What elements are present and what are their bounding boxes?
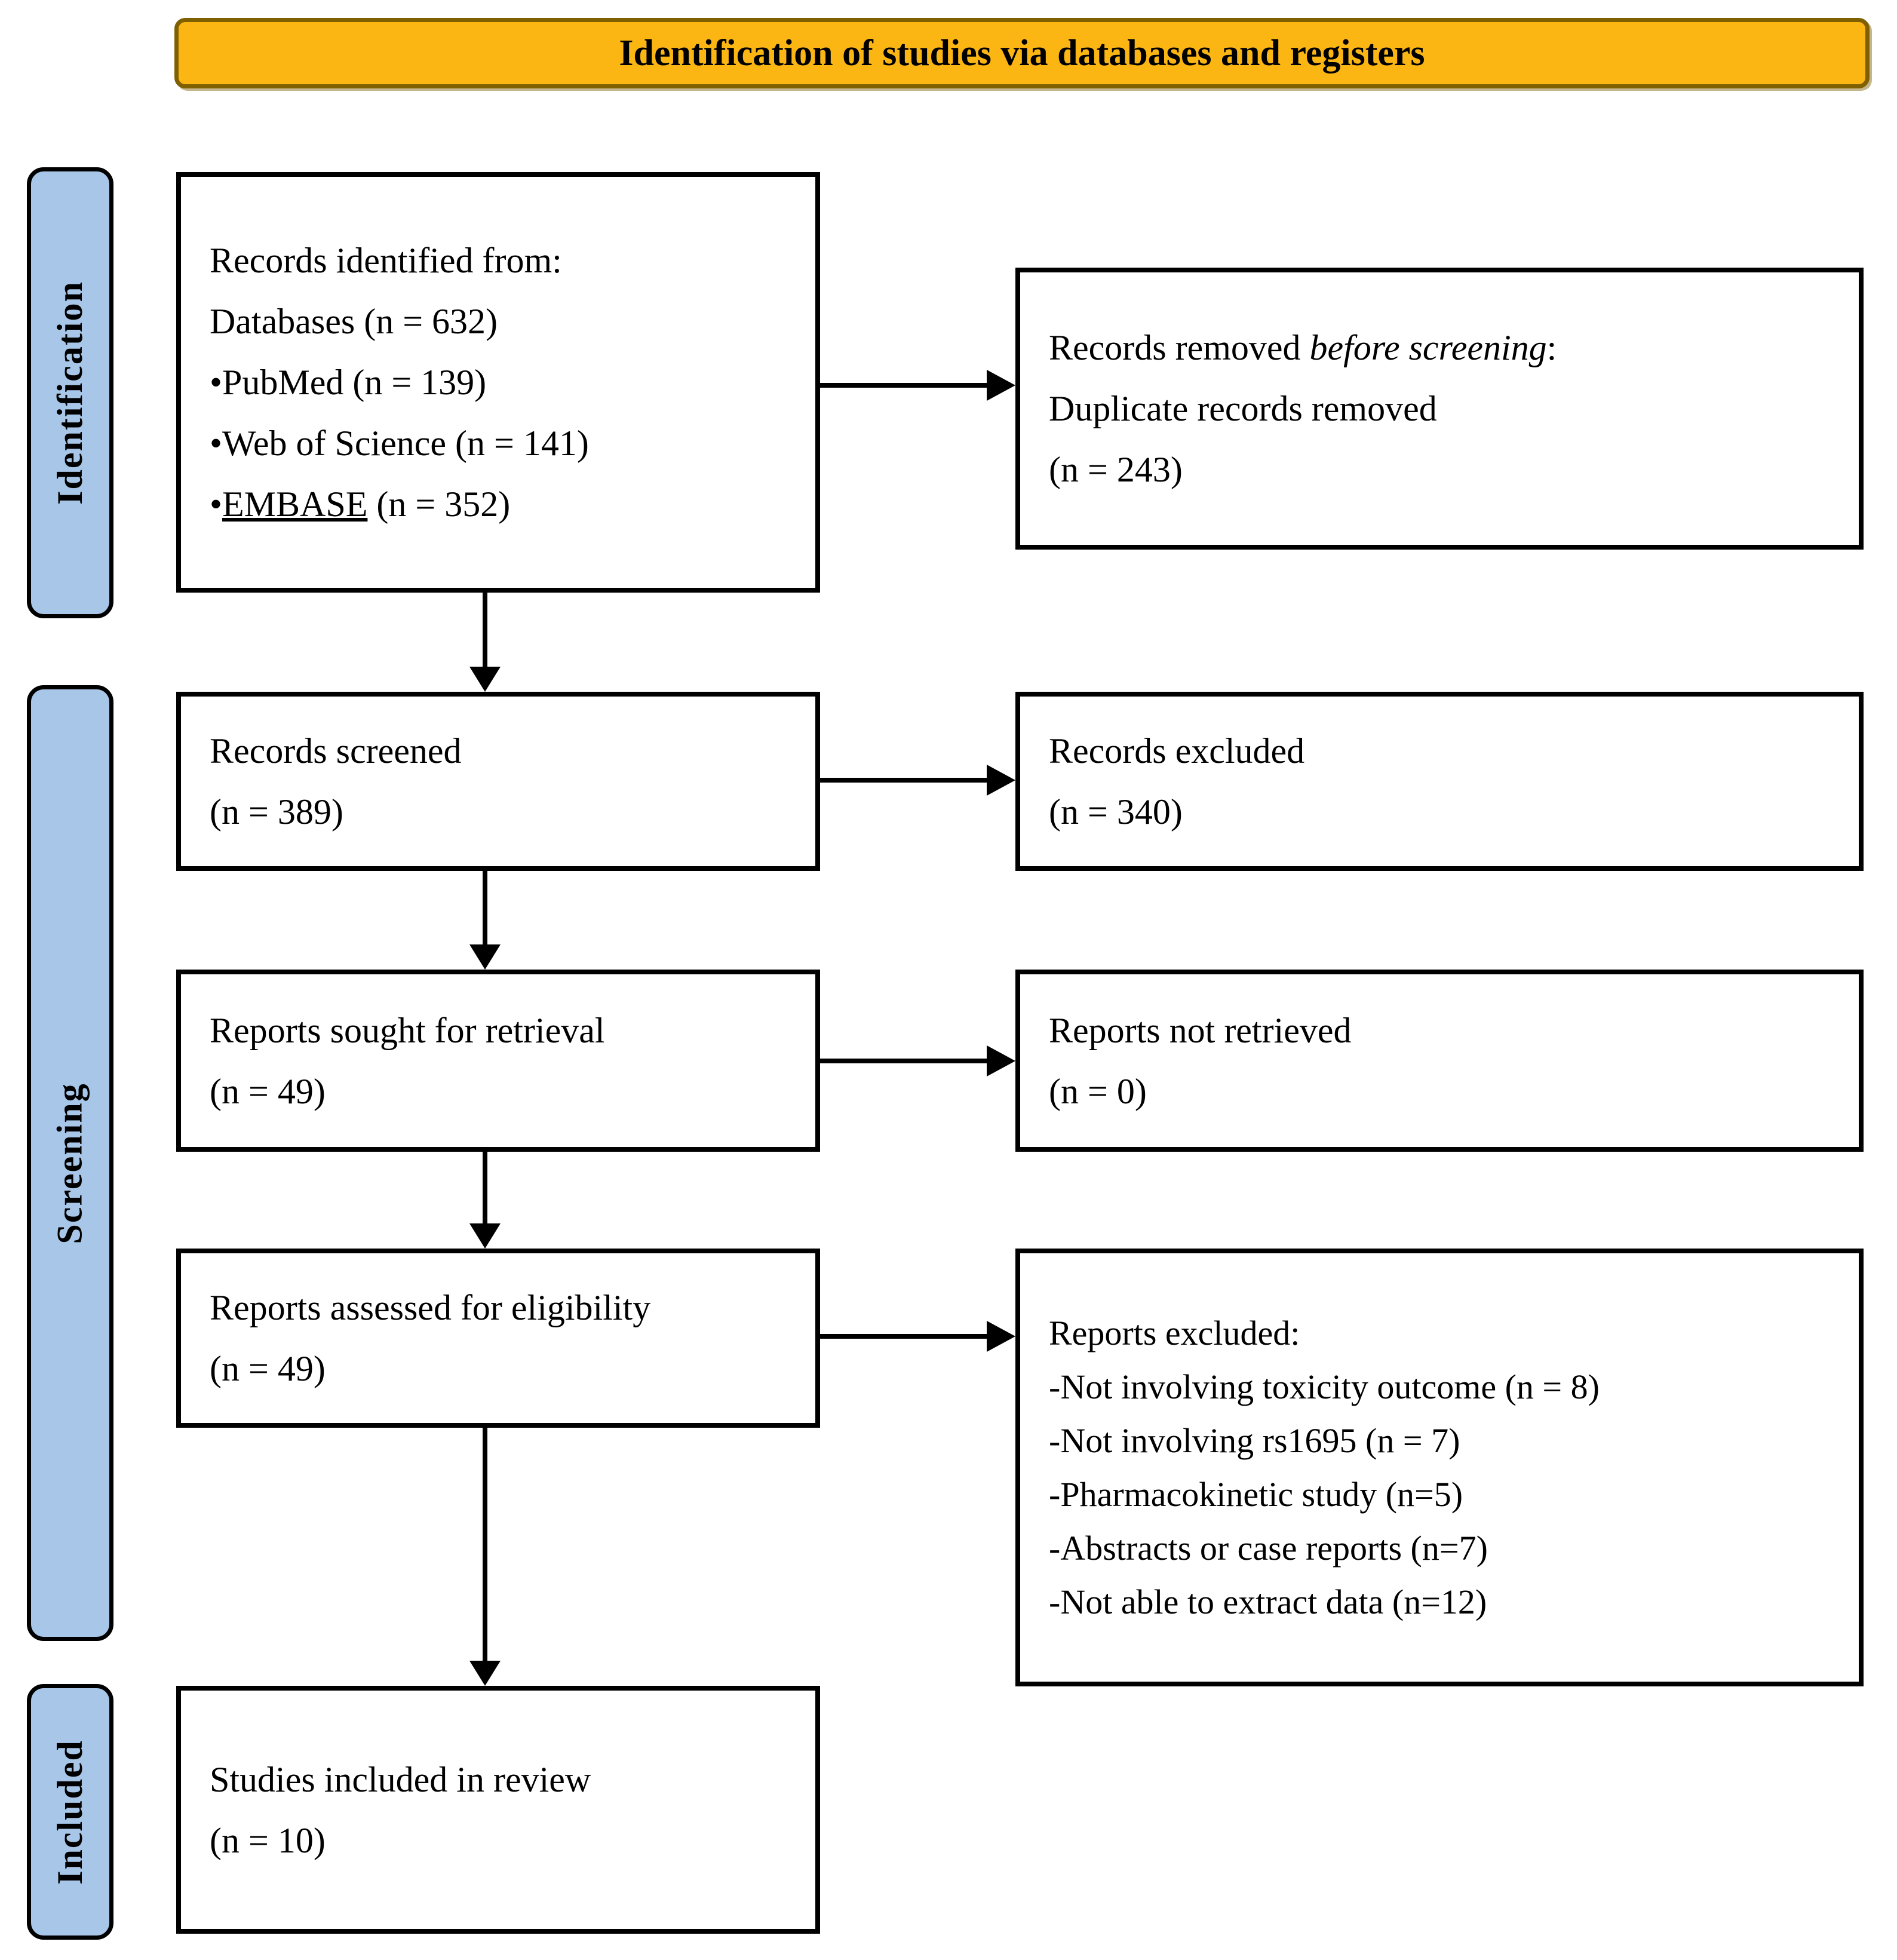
arrow-sought-to-assessed-line — [483, 1152, 487, 1223]
text-line: Records screened — [210, 731, 462, 771]
arrow-assessed-to-reports-excluded-line — [820, 1334, 987, 1339]
arrow-identified-to-removed-line — [820, 383, 987, 388]
arrow-assessed-to-reports-excluded-head — [987, 1321, 1015, 1352]
arrow-screened-to-excluded-line — [820, 778, 987, 783]
stage-label-screening: Screening — [27, 685, 113, 1641]
box-records-excluded: Records excluded (n = 340) — [1015, 692, 1864, 871]
arrow-screened-to-sought-head — [469, 944, 501, 970]
text-line: Reports sought for retrieval — [210, 1010, 605, 1050]
text-line: -Not involving toxicity outcome (n = 8) — [1049, 1367, 1600, 1406]
stage-label-identification-text: Identification — [50, 281, 90, 505]
text-line: (n = 10) — [210, 1820, 326, 1860]
text-line: -Not involving rs1695 (n = 7) — [1049, 1421, 1460, 1460]
arrow-screened-to-sought-line — [483, 871, 487, 944]
text-line: (n = 49) — [210, 1071, 326, 1111]
box-records-screened: Records screened (n = 389) — [176, 692, 820, 871]
text-line: (n = 243) — [1049, 450, 1183, 489]
text-line: (n = 389) — [210, 792, 343, 832]
stage-label-included-text: Included — [50, 1739, 90, 1885]
text-line: (n = 0) — [1049, 1071, 1147, 1111]
box-studies-included-in-review: Studies included in review (n = 10) — [176, 1686, 820, 1934]
arrow-identified-to-screened-head — [469, 667, 501, 692]
text-line: Reports not retrieved — [1049, 1010, 1352, 1050]
text-line: Duplicate records removed — [1049, 389, 1437, 428]
stage-label-identification: Identification — [27, 167, 113, 618]
text-line: -Abstracts or case reports (n=7) — [1049, 1528, 1488, 1568]
arrow-assessed-to-included-head — [469, 1661, 501, 1686]
box-reports-not-retrieved: Reports not retrieved (n = 0) — [1015, 970, 1864, 1152]
text-line: •EMBASE (n = 352) — [210, 484, 511, 524]
text-line: (n = 49) — [210, 1349, 326, 1388]
box-records-identified: Records identified from: Databases (n = 6… — [176, 172, 820, 593]
title-banner: Identification of studies via databases … — [174, 18, 1870, 88]
text-line: •Web of Science (n = 141) — [210, 424, 589, 463]
arrow-identified-to-removed-head — [987, 370, 1015, 401]
box-reports-assessed-for-eligibility: Reports assessed for eligibility (n = 49) — [176, 1249, 820, 1428]
box-reports-excluded: Reports excluded: -Not involving toxicity… — [1015, 1249, 1864, 1686]
box-reports-sought-for-retrieval: Reports sought for retrieval (n = 49) — [176, 970, 820, 1152]
text-line: -Not able to extract data (n=12) — [1049, 1582, 1487, 1621]
arrow-identified-to-screened-line — [483, 593, 487, 667]
text-line: -Pharmacokinetic study (n=5) — [1049, 1474, 1463, 1514]
arrow-screened-to-excluded-head — [987, 765, 1015, 796]
text-line: Reports excluded: — [1049, 1313, 1300, 1352]
arrow-sought-to-assessed-head — [469, 1223, 501, 1249]
text-line: (n = 340) — [1049, 792, 1183, 832]
box-records-removed-before-screening: Records removed before screening: Duplica… — [1015, 268, 1864, 550]
text-line: Databases (n = 632) — [210, 302, 498, 341]
text-line: Records excluded — [1049, 731, 1305, 771]
arrow-sought-to-not-retrieved-line — [820, 1059, 987, 1063]
text-line: Records removed before screening: — [1049, 328, 1557, 367]
arrow-sought-to-not-retrieved-head — [987, 1045, 1015, 1076]
stage-label-screening-text: Screening — [50, 1082, 90, 1244]
text-line: •PubMed (n = 139) — [210, 363, 487, 402]
text-line: Studies included in review — [210, 1759, 591, 1799]
arrow-assessed-to-included-line — [483, 1428, 487, 1661]
diagram-title: Identification of studies via databases … — [619, 32, 1425, 73]
stage-label-included: Included — [27, 1684, 113, 1940]
text-line: Reports assessed for eligibility — [210, 1288, 651, 1327]
text-line: Records identified from: — [210, 241, 562, 280]
